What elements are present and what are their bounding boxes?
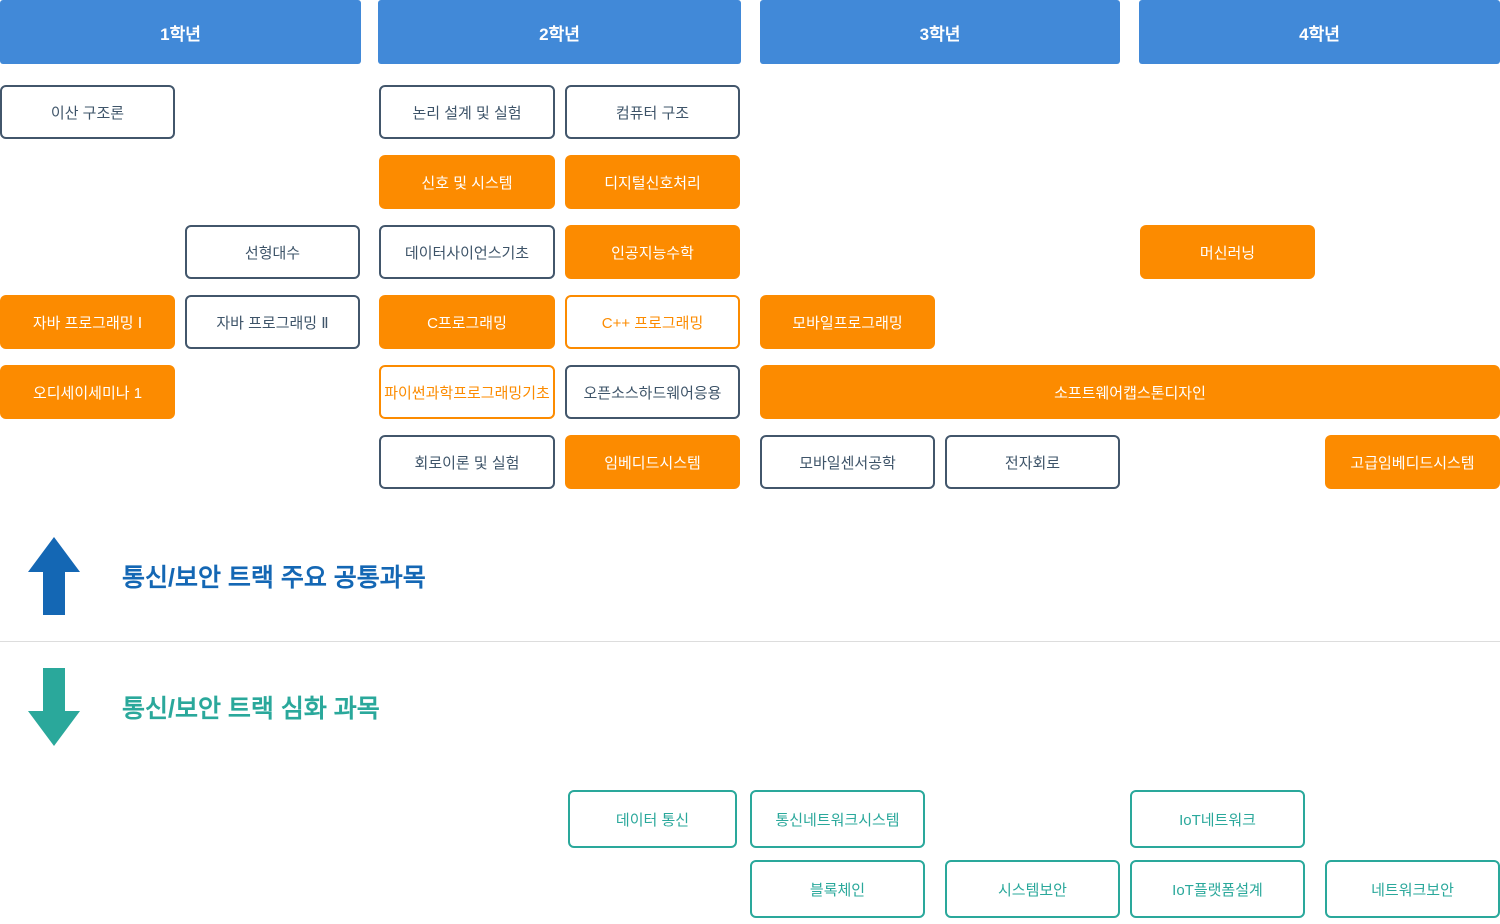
course-iot-network: IoT네트워크 xyxy=(1130,790,1305,848)
legend-divider xyxy=(0,641,1500,642)
legend-advanced-track-label: 통신/보안 트랙 심화 과목 xyxy=(122,695,380,723)
course-network-security: 네트워크보안 xyxy=(1325,860,1500,918)
course-blockchain: 블록체인 xyxy=(750,860,925,918)
up-arrow-icon xyxy=(28,537,80,615)
course-discrete-structures: 이산 구조론 xyxy=(0,85,175,139)
course-data-science-basics: 데이터사이언스기초 xyxy=(379,225,555,279)
course-machine-learning: 머신러닝 xyxy=(1140,225,1315,279)
course-mobile-programming: 모바일프로그래밍 xyxy=(760,295,935,349)
course-signals-and-systems: 신호 및 시스템 xyxy=(379,155,555,209)
course-cpp-programming: C++ 프로그래밍 xyxy=(565,295,740,349)
down-arrow-icon xyxy=(28,668,80,746)
course-logic-design-and-lab: 논리 설계 및 실험 xyxy=(379,85,555,139)
legend-advanced-track: 통신/보안 트랙 심화 과목 xyxy=(28,668,380,746)
course-software-capstone-design: 소프트웨어캡스톤디자인 xyxy=(760,365,1500,419)
course-data-communication: 데이터 통신 xyxy=(568,790,737,848)
legend-common-track: 통신/보안 트랙 주요 공통과목 xyxy=(28,537,426,615)
course-iot-platform-design: IoT플랫폼설계 xyxy=(1130,860,1305,918)
course-ai-math: 인공지능수학 xyxy=(565,225,740,279)
course-digital-signal-processing: 디지털신호처리 xyxy=(565,155,740,209)
course-linear-algebra: 선형대수 xyxy=(185,225,360,279)
year-header-3: 3학년 xyxy=(760,0,1120,64)
course-open-source-hardware: 오픈소스하드웨어응용 xyxy=(565,365,740,419)
course-circuit-theory-and-lab: 회로이론 및 실험 xyxy=(379,435,555,489)
course-electronic-circuits: 전자회로 xyxy=(945,435,1120,489)
year-header-2: 2학년 xyxy=(378,0,741,64)
course-mobile-sensor-engineering: 모바일센서공학 xyxy=(760,435,935,489)
course-python-scientific-programming: 파이썬과학프로그래밍기초 xyxy=(379,365,555,419)
course-advanced-embedded-systems: 고급임베디드시스템 xyxy=(1325,435,1500,489)
course-java-programming-1: 자바 프로그래밍 Ⅰ xyxy=(0,295,175,349)
legend-common-track-label: 통신/보안 트랙 주요 공통과목 xyxy=(122,564,426,592)
course-communication-network-systems: 통신네트워크시스템 xyxy=(750,790,925,848)
course-embedded-systems: 임베디드시스템 xyxy=(565,435,740,489)
course-c-programming: C프로그래밍 xyxy=(379,295,555,349)
course-java-programming-2: 자바 프로그래밍 Ⅱ xyxy=(185,295,360,349)
course-computer-architecture: 컴퓨터 구조 xyxy=(565,85,740,139)
course-odyssey-seminar-1: 오디세이세미나 1 xyxy=(0,365,175,419)
course-system-security: 시스템보안 xyxy=(945,860,1120,918)
year-header-4: 4학년 xyxy=(1139,0,1500,64)
year-header-1: 1학년 xyxy=(0,0,361,64)
